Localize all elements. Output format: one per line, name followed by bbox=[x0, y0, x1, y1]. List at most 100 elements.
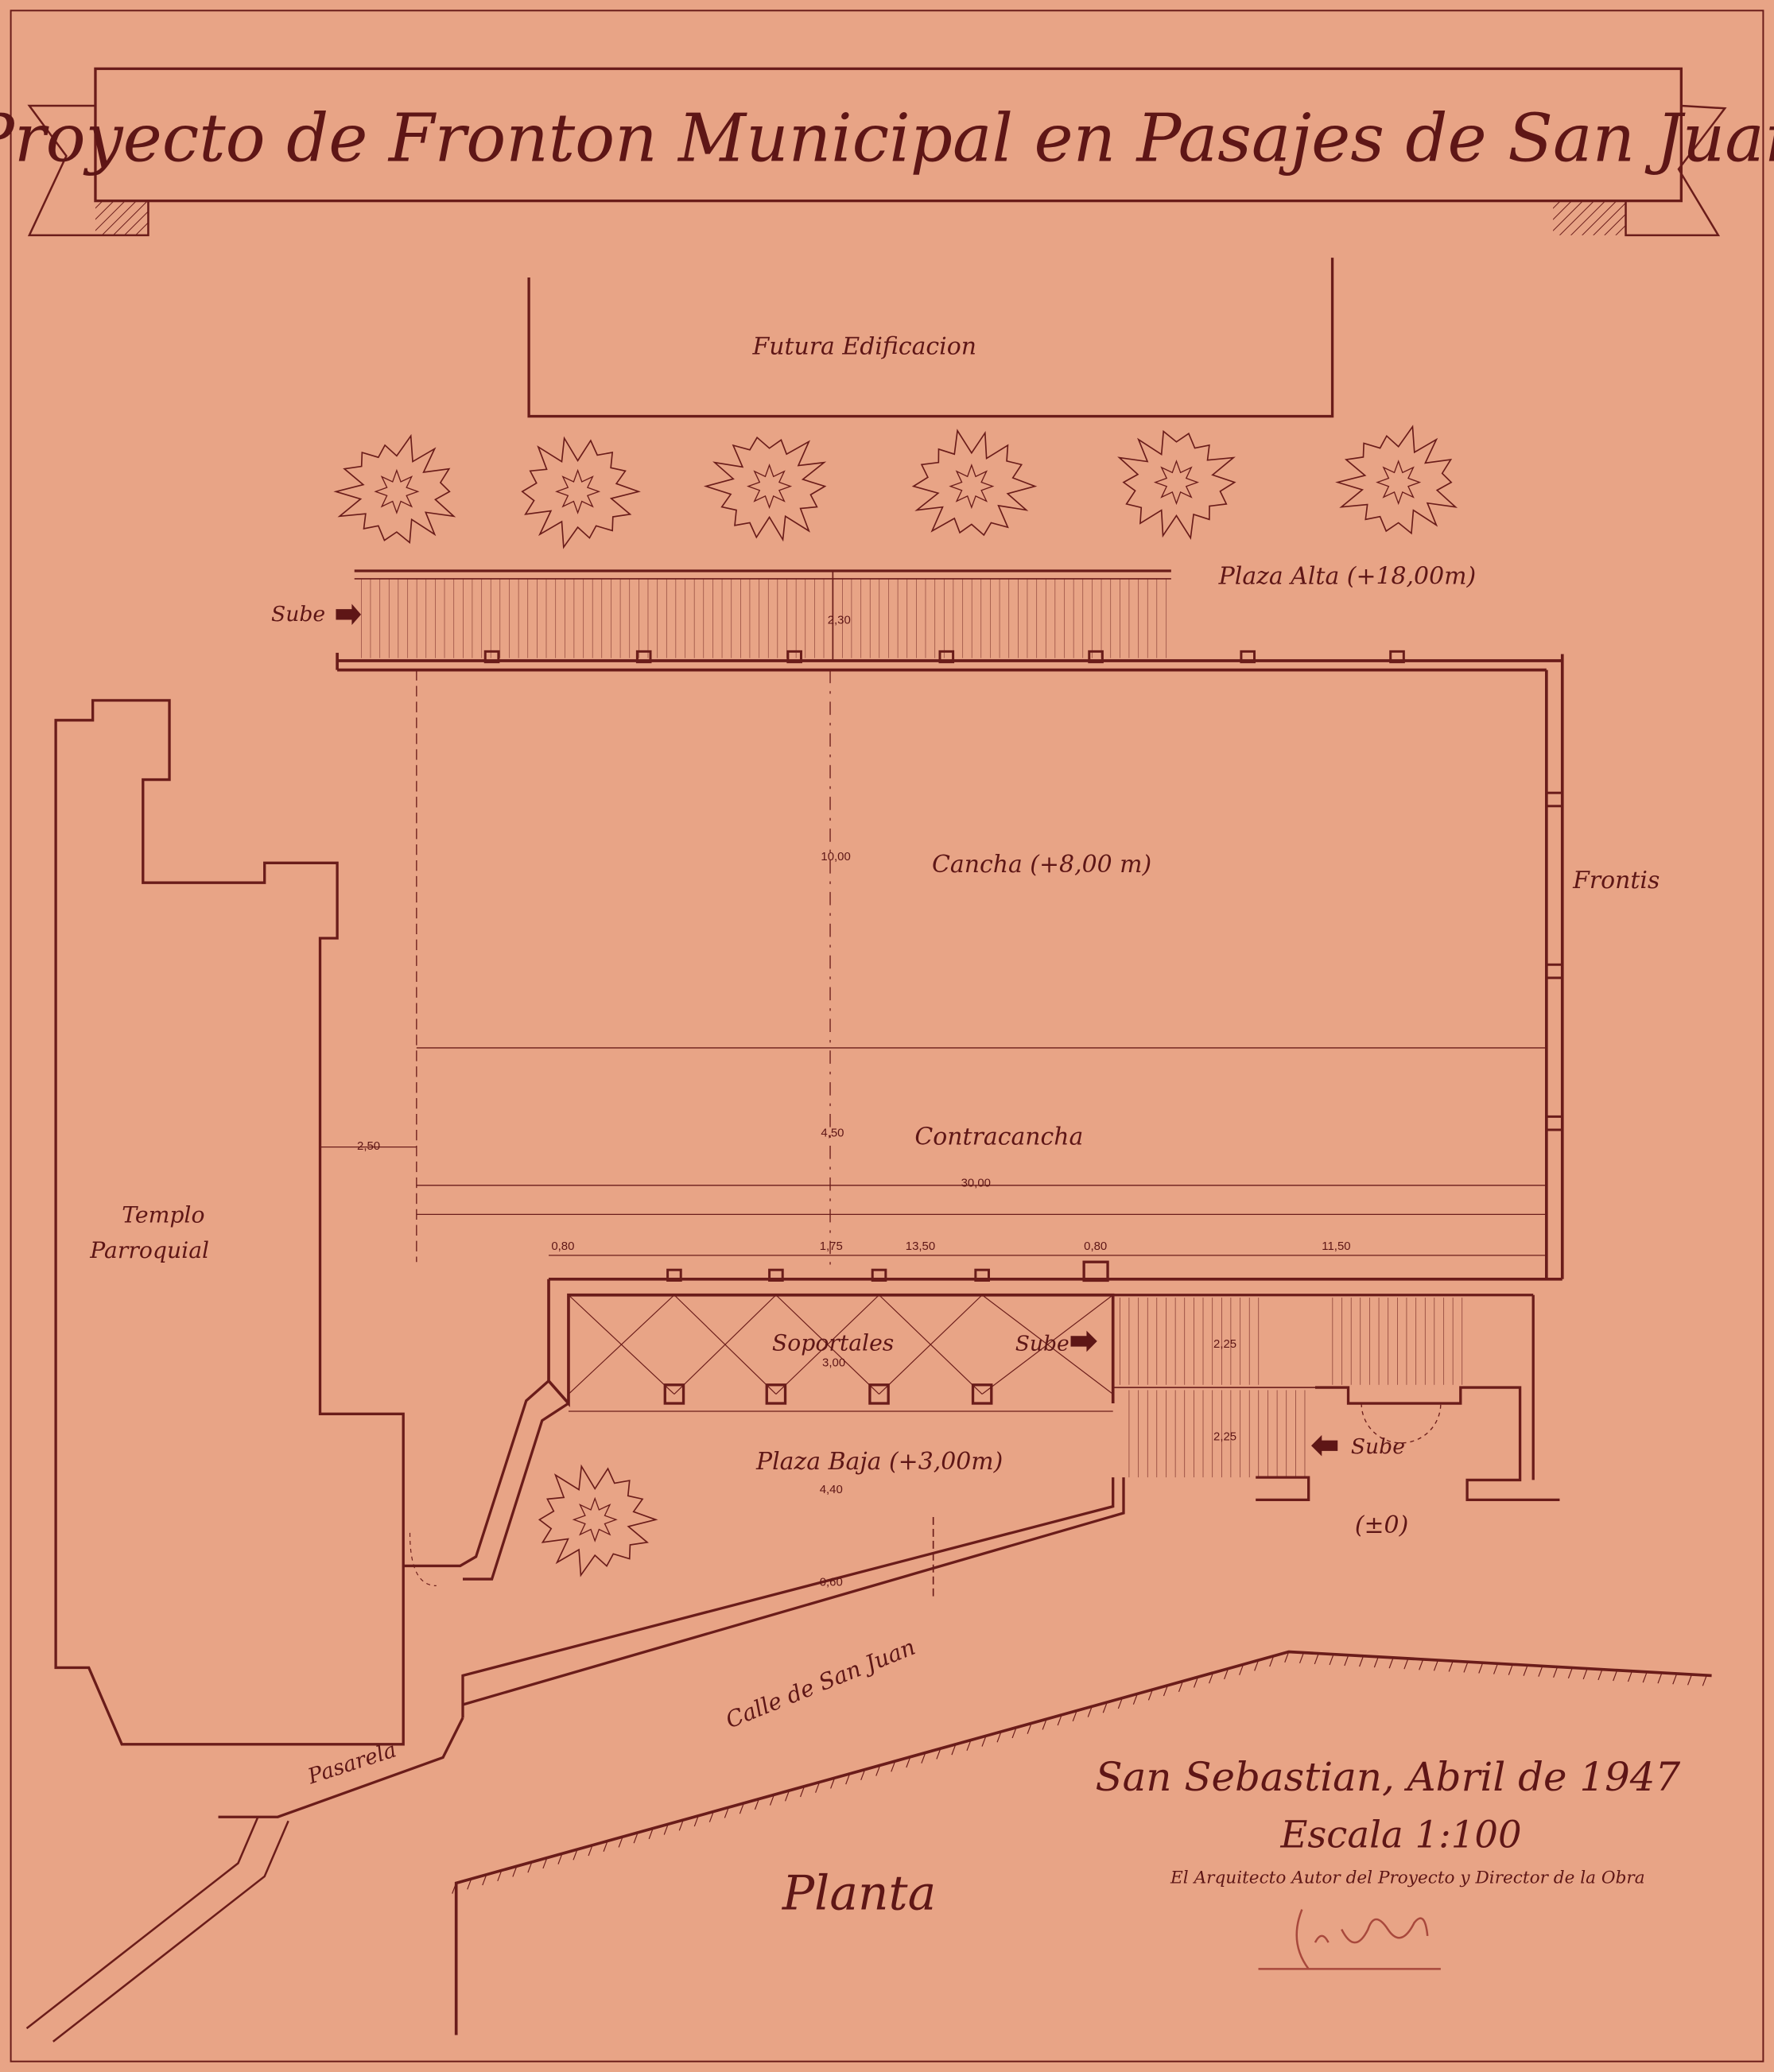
vault-line bbox=[673, 1294, 777, 1395]
hatch-tick bbox=[996, 1731, 1002, 1743]
hatch-tick bbox=[800, 1786, 805, 1798]
title-banner: Proyecto de Fronton Municipal en Pasajes… bbox=[0, 67, 1774, 237]
hatch-tick bbox=[1359, 1655, 1364, 1667]
hatch-tick bbox=[1314, 1653, 1319, 1665]
pier bbox=[1240, 650, 1256, 664]
place-date: San Sebastian, Abril de 1947 bbox=[1096, 1754, 1681, 1800]
dimension-label: 10,00 bbox=[821, 850, 850, 863]
hatch-tick bbox=[1538, 1666, 1543, 1677]
column bbox=[663, 1383, 685, 1405]
hatch-tick bbox=[1582, 1668, 1588, 1680]
hatch-tick bbox=[1478, 1663, 1484, 1674]
hatch-tick bbox=[1672, 1673, 1678, 1685]
hatch-tick bbox=[618, 1836, 623, 1848]
hatch-tick bbox=[1344, 1655, 1349, 1667]
dimension-label: 4,50 bbox=[821, 1126, 844, 1139]
hatch-tick bbox=[633, 1832, 639, 1844]
hatch-tick bbox=[1087, 1706, 1093, 1717]
hatch-tick bbox=[527, 1861, 533, 1873]
vault-line bbox=[568, 1294, 675, 1395]
hatch-tick bbox=[739, 1802, 744, 1814]
hatch-tick bbox=[1523, 1665, 1528, 1676]
pier bbox=[1389, 650, 1405, 664]
hatch-tick bbox=[1269, 1655, 1275, 1667]
pier bbox=[938, 650, 955, 664]
hatch-tick bbox=[1508, 1664, 1513, 1675]
hatch-tick bbox=[678, 1819, 684, 1831]
hatch-tick bbox=[1553, 1667, 1559, 1678]
dimension-label: 2,50 bbox=[357, 1139, 380, 1153]
dimension-label: 4,40 bbox=[820, 1483, 843, 1496]
hatch-tick bbox=[1132, 1694, 1138, 1705]
dimension-label: 13,50 bbox=[906, 1240, 935, 1253]
hatch-tick bbox=[1373, 1656, 1379, 1668]
arrow-right-icon bbox=[336, 603, 362, 626]
signature bbox=[1258, 1909, 1441, 1970]
ground-level-label: (±0) bbox=[1355, 1511, 1408, 1539]
sube-label: Sube bbox=[1015, 1332, 1069, 1356]
hatch-tick bbox=[845, 1773, 851, 1785]
hatch-tick bbox=[724, 1806, 729, 1818]
hatch-tick bbox=[936, 1748, 941, 1760]
hatch-tick bbox=[1702, 1674, 1707, 1686]
vault-line bbox=[981, 1294, 1114, 1395]
hatch-tick bbox=[921, 1752, 926, 1764]
plaza-baja-label: Plaza Baja (+3,00m) bbox=[755, 1448, 1003, 1476]
plan-title: Planta bbox=[782, 1866, 936, 1922]
hatch-tick bbox=[648, 1828, 654, 1840]
hatch-tick bbox=[1567, 1667, 1573, 1679]
tree-icon bbox=[1117, 429, 1236, 540]
hatch-tick bbox=[754, 1798, 759, 1810]
hatch-tick bbox=[1433, 1659, 1438, 1671]
cancha-label: Cancha (+8,00 m) bbox=[932, 851, 1151, 879]
hatch-tick bbox=[1642, 1671, 1648, 1683]
dimension-label: 2,30 bbox=[828, 613, 851, 627]
lower-stairs bbox=[1112, 1298, 1560, 1502]
sheet-border bbox=[10, 10, 1764, 2062]
soportales bbox=[547, 1277, 1562, 1480]
tree-icon bbox=[911, 429, 1038, 537]
hatch-tick bbox=[860, 1769, 866, 1781]
future-building-label: Futura Edificacion bbox=[751, 332, 976, 360]
tree-icon bbox=[333, 433, 456, 545]
hatch-tick bbox=[1254, 1659, 1260, 1671]
ground-hatch bbox=[452, 1651, 1707, 1894]
pier bbox=[786, 650, 802, 664]
plaza-alta-label: Plaza Alta (+18,00m) bbox=[1218, 563, 1477, 591]
church-label: Parroquial bbox=[89, 1237, 209, 1263]
hatch-tick bbox=[1627, 1670, 1633, 1682]
dimension-label: 0,60 bbox=[820, 1575, 843, 1589]
hatch-tick bbox=[497, 1870, 503, 1881]
hatch-tick bbox=[452, 1883, 457, 1894]
hatch-tick bbox=[891, 1760, 896, 1772]
hatch-tick bbox=[693, 1815, 699, 1827]
hatch-tick bbox=[588, 1845, 593, 1857]
hatch-tick bbox=[467, 1878, 472, 1890]
hatch-tick bbox=[1147, 1689, 1153, 1701]
hatch-tick bbox=[1463, 1661, 1469, 1673]
hatch-tick bbox=[1657, 1672, 1663, 1684]
tree-icon bbox=[521, 436, 641, 549]
hatch-tick bbox=[573, 1849, 578, 1861]
dimension-label: 0,80 bbox=[551, 1240, 574, 1253]
dimension-label: 30,00 bbox=[961, 1176, 991, 1189]
vault-line bbox=[879, 1294, 983, 1395]
hatch-tick bbox=[1687, 1674, 1693, 1686]
dimension-label: 2,25 bbox=[1213, 1430, 1236, 1444]
hatch-tick bbox=[1163, 1685, 1168, 1697]
church-label: Templo bbox=[122, 1201, 204, 1228]
hatch-tick bbox=[951, 1744, 957, 1756]
tree-icon bbox=[1335, 425, 1458, 535]
tree-icon bbox=[703, 437, 827, 542]
hatch-tick bbox=[966, 1740, 972, 1752]
hatch-tick bbox=[1193, 1677, 1199, 1688]
contracancha-label: Contracancha bbox=[914, 1123, 1083, 1150]
future-building-outline bbox=[527, 258, 1334, 418]
hatch-tick bbox=[1419, 1659, 1424, 1670]
hatch-tick bbox=[784, 1790, 790, 1802]
hatch-tick bbox=[1011, 1727, 1017, 1739]
arrow-left-icon bbox=[1310, 1434, 1338, 1457]
hatch-tick bbox=[542, 1857, 548, 1869]
dimension-label: 0,80 bbox=[1084, 1240, 1107, 1253]
